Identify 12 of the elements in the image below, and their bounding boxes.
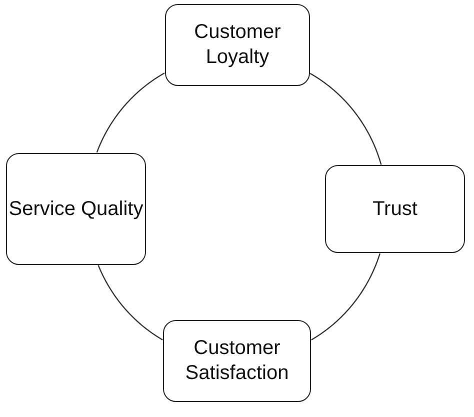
rounded-box xyxy=(6,153,146,265)
connector-arc xyxy=(311,253,380,340)
connector-arc xyxy=(98,264,163,340)
node-label: Customer Loyalty xyxy=(193,20,282,70)
connector-arc xyxy=(96,72,165,153)
node-label: Service Quality xyxy=(8,196,144,222)
connector-arc xyxy=(310,72,382,165)
rounded-box xyxy=(163,320,311,402)
rounded-box xyxy=(325,165,465,253)
rounded-box xyxy=(165,4,310,86)
node-label: Customer Satisfaction xyxy=(184,336,290,386)
node-label: Trust xyxy=(372,196,418,222)
